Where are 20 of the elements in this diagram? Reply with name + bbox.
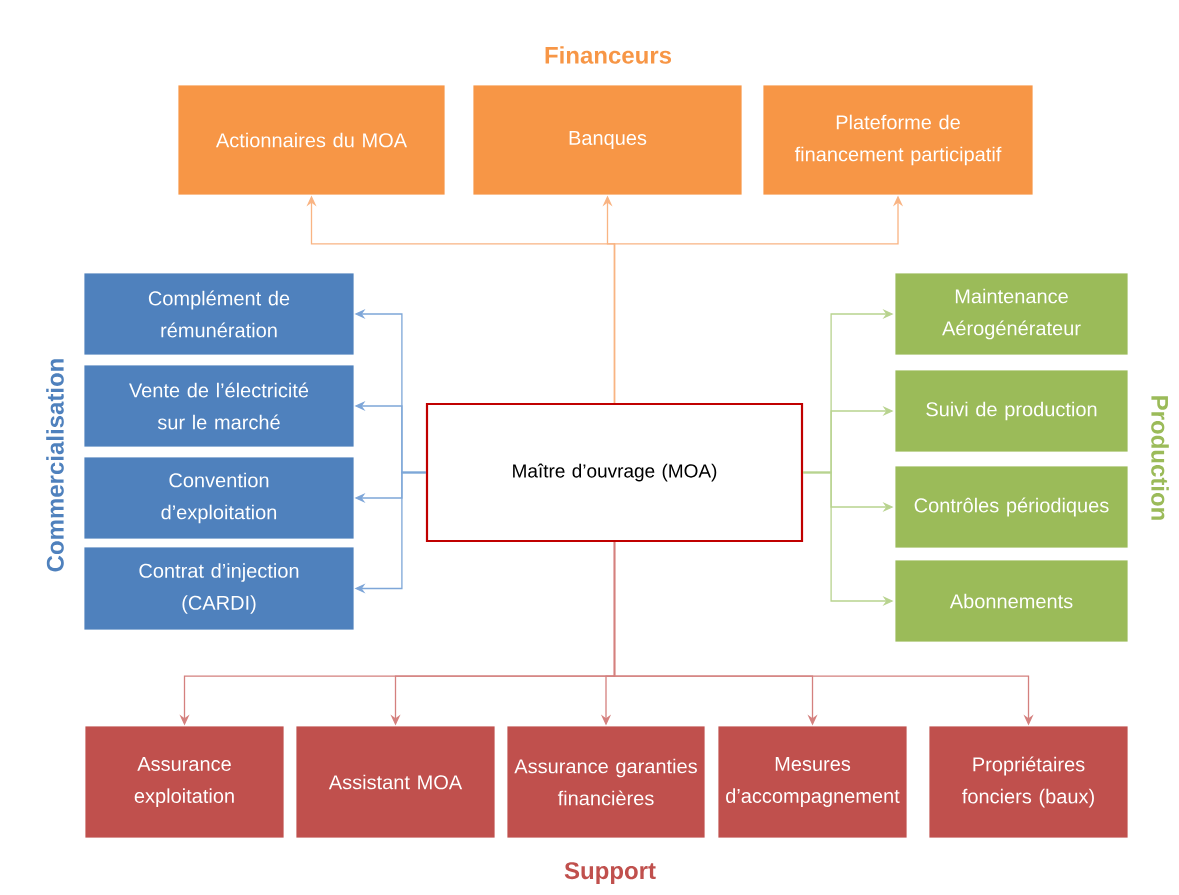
role-box: Contrat d’injection (CARDI) <box>83 546 355 631</box>
owner-box: Maître d’ouvrage (MOA) <box>425 402 804 543</box>
role-box: Maintenance Aérogénérateur <box>894 272 1129 356</box>
role-box: Plateforme de financement participatif <box>762 84 1034 196</box>
group-heading: Support <box>564 862 656 884</box>
role-box: Suivi de production <box>894 369 1129 453</box>
group-heading: Production <box>1151 396 1169 520</box>
role-box: Vente de l’électricité sur le marché <box>83 364 355 448</box>
role-box: Assistant MOA <box>295 725 496 839</box>
role-box: Convention d’exploitation <box>83 456 355 540</box>
role-box: Mesures d’accompagnement <box>717 725 908 839</box>
role-box: Banques <box>472 84 743 196</box>
role-box: Assurance exploitation <box>84 725 285 839</box>
role-box: Abonnements <box>894 559 1129 643</box>
role-box: Contrôles périodiques <box>894 465 1129 549</box>
role-box: Actionnaires du MOA <box>177 84 446 196</box>
role-box: Assurance garanties financières <box>506 725 706 839</box>
role-box: Propriétaires fonciers (baux) <box>928 725 1129 839</box>
group-heading: Commercialisation <box>46 359 64 572</box>
role-box: Complément de rémunération <box>83 272 355 356</box>
